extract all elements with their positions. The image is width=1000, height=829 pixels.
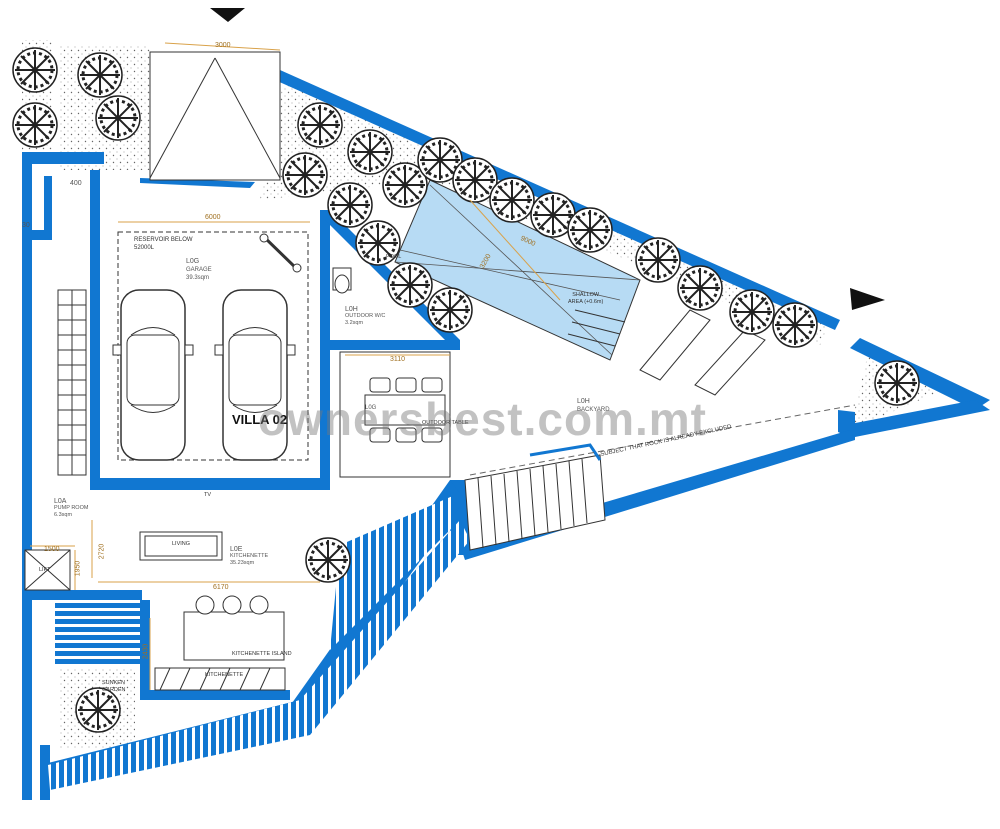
outdoor-table-label: OUTDOOR TABLE (422, 420, 469, 426)
garage (112, 231, 309, 461)
kitchenette-room-label: L0E KITCHENETTE 35.23sqm (230, 546, 269, 566)
stairs-left (57, 289, 87, 476)
outdoor-table-code: L0G (365, 405, 377, 411)
outdoor-table (339, 351, 451, 478)
boundary-line (469, 404, 856, 476)
dim-pool-length: 9000 (519, 235, 537, 248)
pool-label: POOL (386, 254, 402, 260)
shallow-area-label: SHALLOW AREA (+0.6m) (568, 292, 604, 305)
kitchenette-label: KITCHENETTE (205, 672, 244, 678)
pool (394, 179, 641, 361)
living-label: LIVING (172, 541, 191, 547)
dim-lift-depth: 1950 (74, 560, 82, 577)
north-arrow-right (850, 288, 885, 310)
sunbeds (639, 309, 766, 396)
dim-island-depth: 2430 (142, 643, 150, 660)
outdoor-wc (332, 267, 352, 294)
reservoir-label: RESERVOIR BELOW 52000L (134, 237, 193, 251)
pump-room-label: L0A PUMP ROOM 6.3sqm (54, 498, 89, 518)
dim-kitchen-depth: 2720 (98, 543, 106, 560)
dim-kitchen-width: 6170 (213, 584, 229, 591)
kitchen-counter (154, 667, 286, 691)
dim-lift-width: 1500 (44, 546, 60, 553)
dimension-lines (30, 42, 561, 690)
lift-label: LIFT (39, 567, 51, 573)
kitchen-island (183, 595, 285, 661)
entrance-gate (149, 8, 281, 181)
backyard-label: L0H BACKYARD (577, 398, 610, 413)
dim-side-left2: 30 (22, 222, 30, 229)
deck-side (330, 495, 455, 650)
lift (24, 549, 71, 591)
deck-left (55, 600, 140, 665)
dim-top-gate: 3000 (215, 42, 231, 49)
watermark: ownersbest.com.mt (258, 393, 707, 445)
garage-label: L0G GARAGE 39.3sqm (186, 258, 212, 281)
tv-label: TV (204, 492, 212, 498)
villa-title: VILLA 02 (232, 412, 288, 427)
stairs-right (464, 443, 606, 551)
kitchen-island-label: KITCHENETTE ISLAND (232, 651, 292, 657)
dim-pool-width: 3200 (478, 253, 493, 270)
deck-lower (48, 520, 470, 790)
dim-side-left: 400 (70, 180, 82, 187)
dim-garage-width: 6000 (205, 214, 221, 221)
living-sofa (139, 531, 223, 561)
outdoor-wc-label: L0H OUTDOOR W/C 3.2sqm (345, 306, 386, 326)
dim-outdoor-table: 3110 (390, 356, 406, 363)
sunken-garden-label: SUNKEN GARDEN (102, 680, 126, 693)
